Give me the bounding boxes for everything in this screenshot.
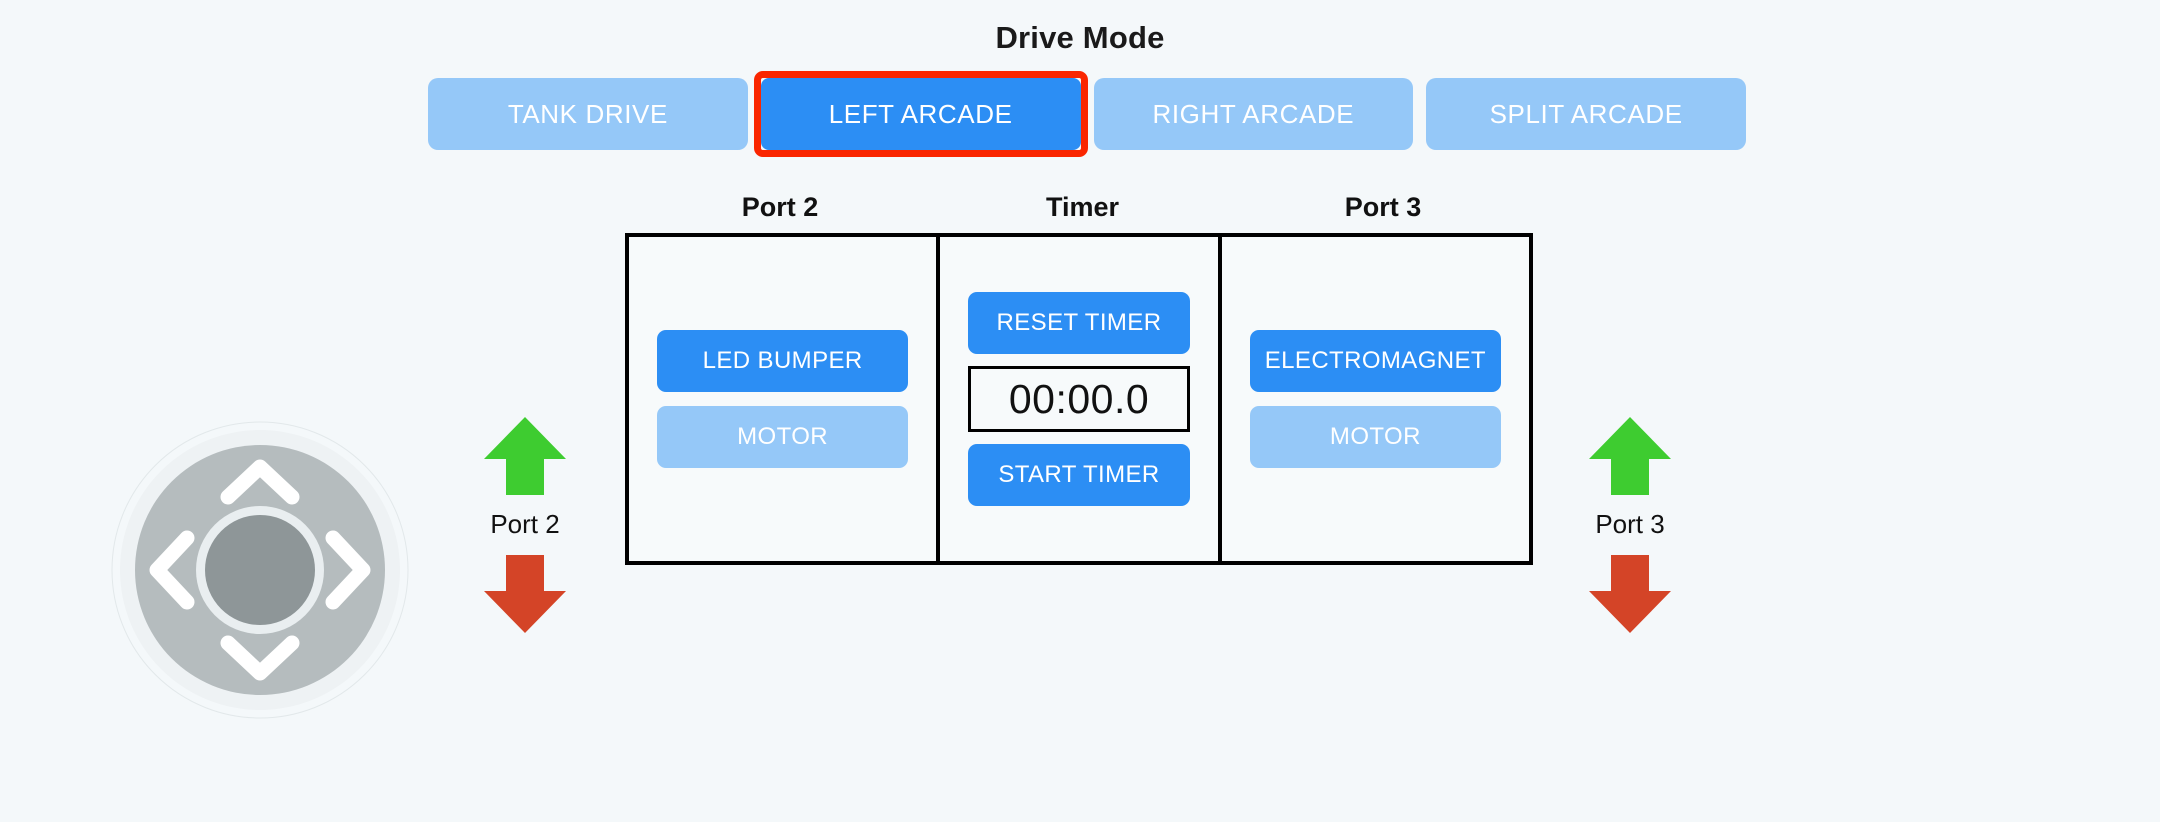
mode-button-left-arcade[interactable]: LEFT ARCADE <box>760 78 1081 150</box>
column-heading-port3: Port 3 <box>1344 192 1422 222</box>
timer-display: 00:00.0 <box>968 366 1190 432</box>
mode-option-right-arcade-wrapper: RIGHT ARCADE <box>1093 78 1414 150</box>
panel-column-port3: ELECTROMAGNET MOTOR <box>1222 237 1529 561</box>
dpad-icon <box>111 421 409 719</box>
mode-button-right-arcade[interactable]: RIGHT ARCADE <box>1093 78 1414 150</box>
arrow-up-icon[interactable] <box>1587 415 1673 497</box>
port2-arrow-label: Port 2 <box>490 509 560 539</box>
reset-timer-button[interactable]: RESET TIMER <box>968 292 1190 354</box>
mode-option-split-arcade-wrapper: SPLIT ARCADE <box>1426 78 1746 150</box>
drive-mode-selector: TANK DRIVE LEFT ARCADE RIGHT ARCADE SPLI… <box>428 71 1746 157</box>
port3-motor-button[interactable]: MOTOR <box>1249 406 1501 468</box>
port3-arrow-label: Port 3 <box>1595 509 1665 539</box>
port2-motor-button[interactable]: MOTOR <box>657 406 909 468</box>
arrow-down-icon[interactable] <box>482 553 568 635</box>
arrow-down-icon[interactable] <box>1587 553 1673 635</box>
port2-led-bumper-button[interactable]: LED BUMPER <box>657 330 909 392</box>
column-heading-port2: Port 2 <box>741 192 819 222</box>
start-timer-button[interactable]: START TIMER <box>968 444 1190 506</box>
column-heading-timer: Timer <box>1045 192 1120 222</box>
mode-option-tank-drive-wrapper: TANK DRIVE <box>428 78 748 150</box>
port2-arrow-group: Port 2 <box>440 415 610 635</box>
dpad-control[interactable] <box>110 420 410 720</box>
port3-arrow-group: Port 3 <box>1545 415 1715 635</box>
panel-column-port2: LED BUMPER MOTOR <box>629 237 936 561</box>
port3-electromagnet-button[interactable]: ELECTROMAGNET <box>1249 330 1501 392</box>
control-panel: LED BUMPER MOTOR RESET TIMER 00:00.0 STA… <box>625 233 1533 565</box>
mode-button-split-arcade[interactable]: SPLIT ARCADE <box>1426 78 1746 150</box>
mode-button-tank-drive[interactable]: TANK DRIVE <box>428 78 748 150</box>
page-title: Drive Mode <box>995 20 1165 55</box>
mode-option-left-arcade-wrapper: LEFT ARCADE <box>753 71 1088 157</box>
panel-column-timer: RESET TIMER 00:00.0 START TIMER <box>936 237 1222 561</box>
arrow-up-icon[interactable] <box>482 415 568 497</box>
